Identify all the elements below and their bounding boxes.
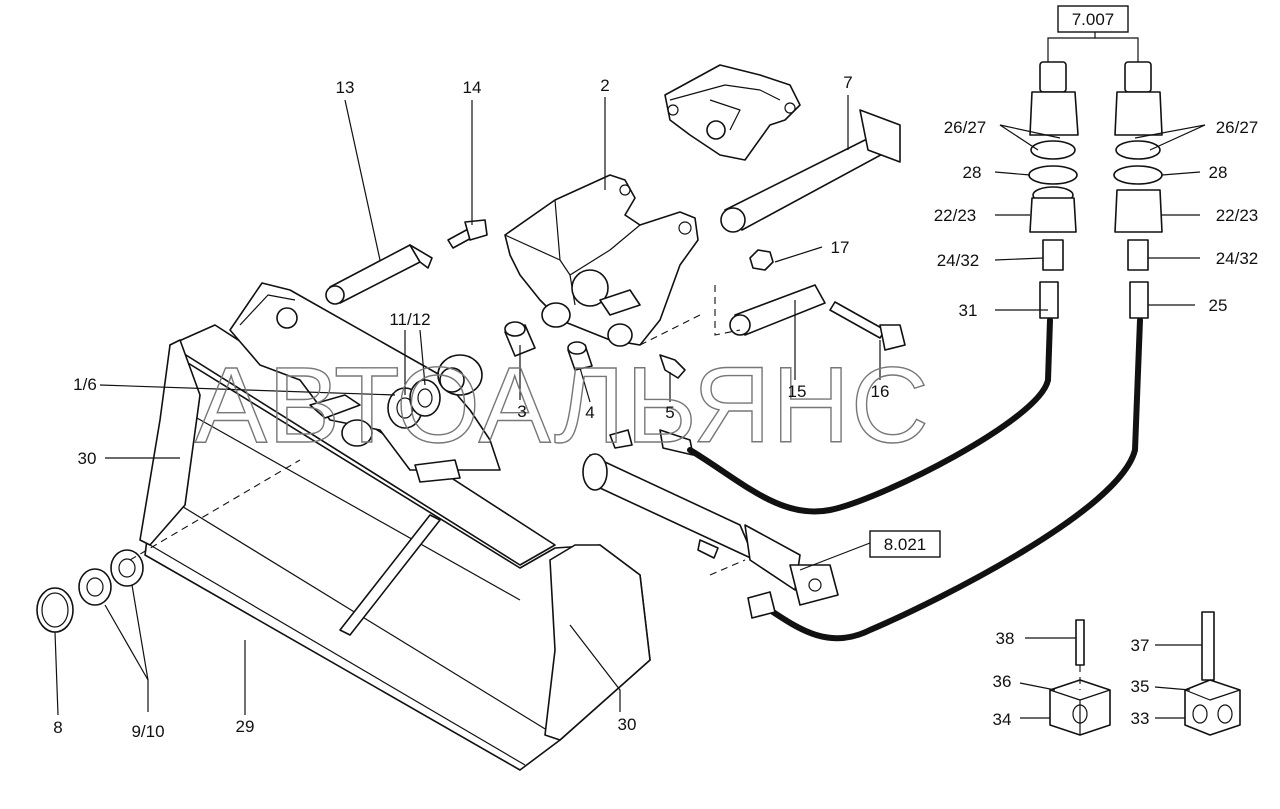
reference-label: 7.007 bbox=[1072, 10, 1115, 29]
couplings-left bbox=[1028, 61, 1079, 271]
clamp-right bbox=[1184, 611, 1241, 736]
callout-11-12: 11/12 bbox=[389, 310, 430, 329]
retaining-ring-8 bbox=[36, 587, 74, 633]
nut-17 bbox=[749, 249, 774, 271]
bolt-16 bbox=[829, 301, 906, 351]
callout-9-10: 9/10 bbox=[131, 722, 164, 741]
grease-nipple-5 bbox=[659, 354, 686, 379]
callout-13: 13 bbox=[336, 78, 355, 97]
callout-38: 38 bbox=[996, 629, 1015, 648]
hydraulic-cylinder bbox=[582, 429, 839, 606]
callout-36: 36 bbox=[993, 672, 1012, 691]
callout-17: 17 bbox=[831, 238, 850, 257]
watermark: АВТОАЛЬЯНС bbox=[195, 344, 930, 465]
callout-4: 4 bbox=[585, 403, 594, 422]
callouts: 13 14 2 7 26/27 26/27 28 28 22/23 22/23 … bbox=[53, 73, 1258, 741]
callout-28-right: 28 bbox=[1209, 163, 1228, 182]
callout-30-left: 30 bbox=[78, 449, 97, 468]
leader-lines bbox=[54, 30, 1206, 719]
couplings-right bbox=[1113, 61, 1163, 271]
washers-9-10 bbox=[78, 549, 144, 606]
pin-15 bbox=[729, 284, 826, 336]
callout-31: 31 bbox=[959, 301, 978, 320]
callout-22-23-right: 22/23 bbox=[1216, 206, 1259, 225]
callout-35: 35 bbox=[1131, 677, 1150, 696]
reference-label: 8.021 bbox=[884, 535, 927, 554]
bolt-14 bbox=[447, 219, 488, 249]
coupler-small-view bbox=[664, 64, 801, 161]
reference-box-7-007: 7.007 bbox=[1057, 5, 1129, 33]
callout-3: 3 bbox=[517, 402, 526, 421]
callout-29: 29 bbox=[236, 717, 255, 736]
bushing-4 bbox=[567, 341, 593, 371]
callout-24-32-left: 24/32 bbox=[937, 251, 980, 270]
reference-box-8-021: 8.021 bbox=[869, 530, 941, 558]
callout-1-6: 1/6 bbox=[73, 375, 97, 394]
washers-11-12 bbox=[387, 379, 441, 429]
callout-15: 15 bbox=[788, 382, 807, 401]
callout-7: 7 bbox=[843, 73, 852, 92]
bushing-3 bbox=[504, 321, 536, 357]
callout-14: 14 bbox=[463, 78, 482, 97]
callout-8: 8 bbox=[53, 718, 62, 737]
bucket bbox=[139, 282, 651, 771]
callout-37: 37 bbox=[1131, 636, 1150, 655]
callout-25: 25 bbox=[1209, 296, 1228, 315]
hoses bbox=[687, 281, 1149, 642]
callout-26-27-right: 26/27 bbox=[1216, 118, 1259, 137]
callout-5: 5 bbox=[665, 403, 674, 422]
callout-2: 2 bbox=[600, 76, 609, 95]
callout-24-32-right: 24/32 bbox=[1216, 249, 1259, 268]
callout-30-right: 30 bbox=[618, 715, 637, 734]
callout-34: 34 bbox=[993, 710, 1012, 729]
callout-28-left: 28 bbox=[963, 163, 982, 182]
quick-coupler-bracket bbox=[504, 174, 699, 347]
callout-16: 16 bbox=[871, 382, 890, 401]
pin-7 bbox=[720, 109, 901, 233]
callout-22-23-left: 22/23 bbox=[934, 206, 977, 225]
guide-lines bbox=[129, 285, 1081, 690]
pin-13 bbox=[325, 244, 433, 305]
callout-33: 33 bbox=[1131, 709, 1150, 728]
callout-26-27-left: 26/27 bbox=[944, 118, 987, 137]
